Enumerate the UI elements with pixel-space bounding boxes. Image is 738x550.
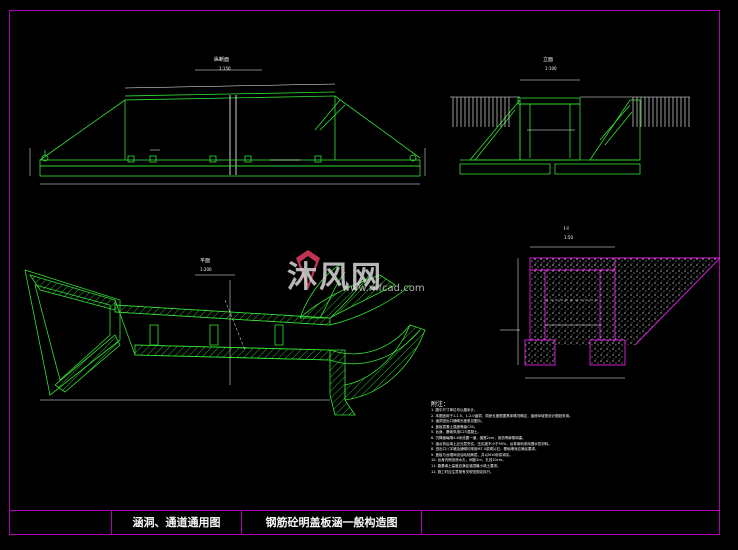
drawing-frame xyxy=(9,10,720,535)
title-right: 钢筋砼明盖板涵一般构造图 xyxy=(242,511,422,535)
elevation-title: 纵断面 xyxy=(214,57,230,63)
side-title: 立面 xyxy=(543,57,554,63)
note-line: 7. 涵台背后填土应分层夯实，压实度不小于95%，台背填料采用透水性材料。 xyxy=(431,441,552,446)
plan-view xyxy=(24,264,426,416)
watermark-logo xyxy=(296,250,320,290)
note-line: 9. 盖板与台帽间设油毛毡两层，并以M10砂浆填实。 xyxy=(431,452,513,457)
elevation-view xyxy=(39,91,421,177)
section-scale: 1:50 xyxy=(564,235,573,240)
note-line: 3. 涵洞进出口铺砌长度参见图示。 xyxy=(431,419,485,424)
elevation-scale: 1:150 xyxy=(219,66,231,71)
note-line: 11. 路基填土高度应满足涵顶最小填土要求。 xyxy=(431,463,501,468)
section-title: I-I xyxy=(564,226,569,232)
watermark-brand: 沐风网 xyxy=(287,260,383,295)
elevation-dimensions xyxy=(29,69,426,185)
title-left: 涵洞、通道通用图 xyxy=(112,511,242,535)
note-line: 2. 本图适用于1-1.5、1-2.0涵洞，洞身长度根据具体情况确定，涵底纵坡按… xyxy=(431,413,573,418)
note-line: 12. 施工时应注意按有关规范规定执行。 xyxy=(431,469,494,474)
section-dimensions xyxy=(500,246,625,379)
note-line: 1. 图中尺寸单位均以厘米计。 xyxy=(431,408,478,412)
watermark-url: www.mfcad.com xyxy=(342,283,425,294)
section-view xyxy=(524,257,721,366)
side-scale: 1:100 xyxy=(545,66,557,71)
note-line: 10. 台身内侧设泄水孔，间距2m，孔径10cm。 xyxy=(431,458,506,463)
note-line: 4. 盖板混凝土强度等级C30。 xyxy=(431,424,478,429)
note-line: 8. 进出口八字墙及铺砌均采用M7.5浆砌片石，基础埋深应满足要求。 xyxy=(431,447,539,452)
title-block: 涵洞、通道通用图 钢筋砼明盖板涵一般构造图 xyxy=(9,510,720,535)
plan-scale: 1:200 xyxy=(200,267,212,272)
notes-heading: 附注： xyxy=(431,401,450,408)
plan-dimensions xyxy=(40,274,330,401)
plan-title: 平面 xyxy=(200,258,211,264)
side-soil xyxy=(450,79,690,131)
notes-block: 附注： 1. 图中尺寸单位均以厘米计。 2. 本图适用于1-1.5、1-2.0涵… xyxy=(431,401,721,475)
title-cell-blank-left xyxy=(9,511,112,535)
note-line: 6. 沉降缝每隔4-6米设置一道，缝宽2cm，用沥青麻絮填塞。 xyxy=(431,435,526,440)
note-line: 5. 台身、基础采用C25混凝土。 xyxy=(431,430,481,435)
title-cell-blank-right xyxy=(422,511,720,535)
